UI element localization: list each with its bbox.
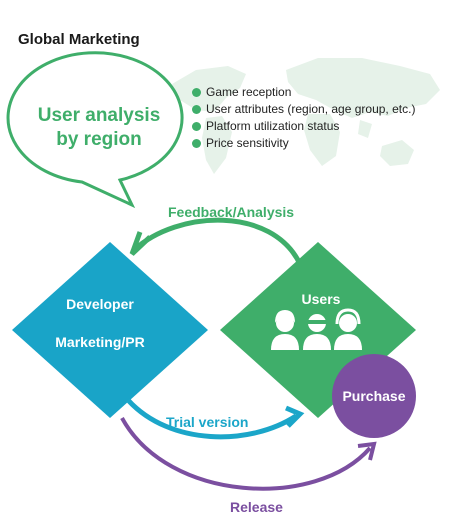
user-female-icon: [271, 310, 299, 350]
feedback-label: Feedback/Analysis: [168, 204, 295, 220]
user-glasses-icon: [303, 314, 331, 350]
trial-arrow-head: [285, 405, 305, 428]
feedback-arrow: [132, 217, 303, 266]
trial-label: Trial version: [166, 414, 249, 430]
release-arrow-head: [357, 441, 377, 461]
release-arrow: [120, 417, 372, 491]
feedback-arrow-head: [129, 231, 152, 256]
bullet-dot-icon: [192, 139, 201, 148]
bullet-item: User attributes (region, age group, etc.…: [192, 101, 415, 118]
world-map-icon: [172, 58, 440, 174]
bullet-item: Game reception: [192, 84, 415, 101]
page-title: Global Marketing: [18, 31, 140, 48]
developer-label: Developer: [66, 296, 134, 312]
bullet-item: Platform utilization status: [192, 118, 415, 135]
bullet-item: Price sensitivity: [192, 135, 415, 152]
marketing-label: Marketing/PR: [55, 334, 145, 350]
bullet-dot-icon: [192, 122, 201, 131]
bullet-dot-icon: [192, 88, 201, 97]
bullet-dot-icon: [192, 105, 201, 114]
trial-arrow: [126, 398, 298, 440]
user-headset-icon: [334, 308, 362, 350]
bubble-text-line2: by region: [56, 129, 142, 150]
purchase-circle: [332, 354, 416, 438]
bubble-text-line1: User analysis: [37, 105, 161, 126]
release-label: Release: [230, 499, 283, 515]
developer-diamond: [12, 242, 208, 418]
analysis-bullet-list: Game reception User attributes (region, …: [192, 84, 415, 152]
purchase-label: Purchase: [342, 388, 406, 404]
speech-bubble: [6, 51, 184, 209]
users-label: Users: [301, 291, 341, 307]
bubble-text: User analysis by region: [24, 104, 174, 152]
